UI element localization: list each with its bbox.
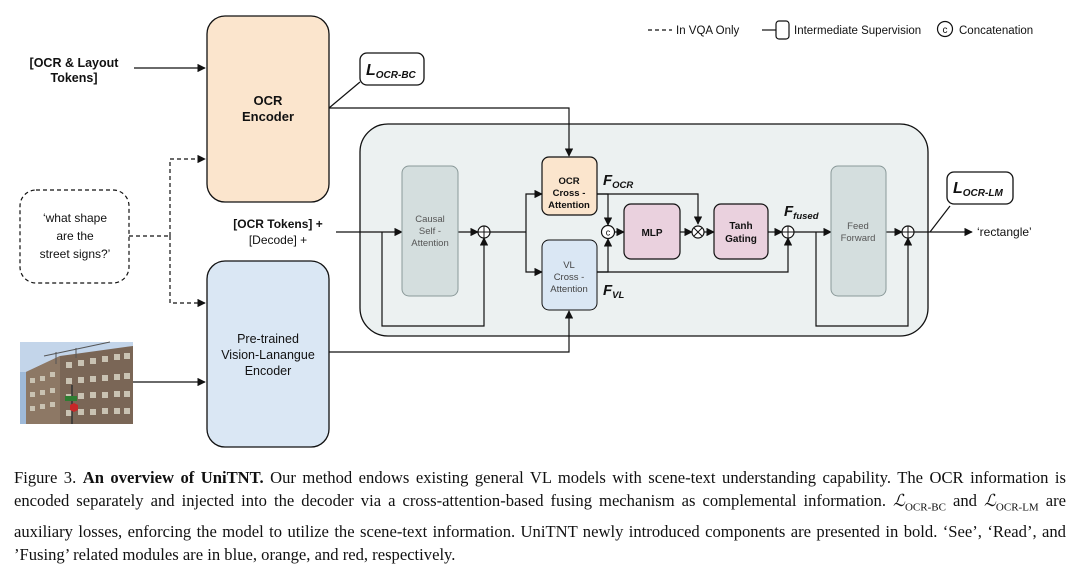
concatenation-icon: c bbox=[936, 20, 954, 38]
vl-ca-label-1: VL bbox=[563, 260, 575, 271]
legend: In VQA Only Intermediate Supervision c C… bbox=[648, 20, 1033, 40]
decode-tokens-label: [Decode] + bbox=[249, 233, 307, 247]
causal-label-3: Attention bbox=[411, 238, 449, 249]
caption-loss-b-sub: OCR-LM bbox=[995, 501, 1039, 514]
vl-encoder-label-1: Pre-trained bbox=[237, 332, 299, 346]
ocr-cross-attention-block bbox=[541, 156, 598, 216]
vl-ca-label-3: Attention bbox=[550, 284, 588, 295]
ocr-ca-label-2: Cross - bbox=[553, 188, 586, 199]
output-answer: ‘rectangle’ bbox=[977, 225, 1032, 239]
caption-loss-a-sub: OCR-BC bbox=[904, 501, 946, 514]
feed-forward-block bbox=[830, 165, 887, 297]
caption-loss-b: ℒ bbox=[983, 491, 996, 511]
ff-label-2: Forward bbox=[841, 233, 876, 244]
question-text-2: are the bbox=[56, 229, 94, 243]
loss-ocr-bc-label: LOCR-BC bbox=[366, 62, 417, 81]
add-icon bbox=[781, 225, 795, 239]
vl-ca-label-2: Cross - bbox=[554, 272, 585, 283]
caption-and: and bbox=[945, 491, 984, 511]
f-ocr-label: FOCR bbox=[603, 172, 633, 191]
ocr-tokens-decode-label: [OCR Tokens] + bbox=[233, 217, 322, 231]
intermediate-supervision-icon bbox=[762, 20, 790, 40]
ocr-ca-label-1: OCR bbox=[558, 176, 579, 187]
loss-ocr-lm-box bbox=[946, 171, 1014, 205]
caption-prefix: Figure 3. bbox=[14, 468, 83, 487]
mlp-label: MLP bbox=[641, 228, 662, 239]
causal-self-attention-block bbox=[401, 165, 459, 297]
f-vl-label: FVL bbox=[603, 282, 625, 301]
causal-label-2: Self - bbox=[419, 226, 441, 237]
tanh-label-2: Gating bbox=[725, 234, 757, 245]
vl-encoder-block bbox=[206, 260, 330, 448]
add-icon bbox=[477, 225, 491, 239]
multiply-icon bbox=[691, 225, 705, 239]
caption-loss-a: ℒ bbox=[893, 491, 905, 511]
vl-cross-attention-block bbox=[541, 239, 598, 311]
ocr-layout-tokens-label: [OCR & Layout bbox=[30, 56, 120, 70]
caption-line3: are auxiliary losses, enforcing the mode… bbox=[14, 491, 1066, 541]
ocr-encoder-block bbox=[206, 15, 330, 203]
vl-encoder-label-2: Vision-Lanangue bbox=[221, 348, 315, 362]
loss-ocr-bc-box bbox=[359, 52, 425, 86]
concat-icon: c bbox=[600, 224, 616, 240]
ocr-encoder-label-1: OCR bbox=[254, 93, 284, 108]
question-text-1: ‘what shape bbox=[43, 211, 107, 225]
question-box bbox=[19, 189, 130, 284]
loss-ocr-lm-label: LOCR-LM bbox=[953, 180, 1003, 199]
unitnt-diagram: In VQA Only Intermediate Supervision c C… bbox=[19, 15, 1033, 448]
ocr-encoder-label-2: Encoder bbox=[242, 109, 294, 124]
caption-title: An overview of UniTNT. bbox=[82, 468, 264, 487]
tanh-label-1: Tanh bbox=[729, 221, 752, 232]
f-fused-label: Ffused bbox=[784, 203, 819, 222]
tanh-gating-block bbox=[713, 203, 769, 260]
connections bbox=[129, 63, 973, 387]
mlp-block bbox=[623, 203, 681, 260]
legend-concatenation: Concatenation bbox=[959, 25, 1033, 37]
ocr-ca-label-3: Attention bbox=[548, 200, 590, 211]
ocr-layout-tokens-label-2: Tokens] bbox=[51, 71, 98, 85]
causal-label-1: Causal bbox=[415, 214, 445, 225]
caption-line2: information is encoded separately and in… bbox=[14, 468, 1066, 511]
figure-caption: Figure 3. An overview of UniTNT. Our met… bbox=[14, 466, 1066, 566]
ff-label-1: Feed bbox=[847, 221, 869, 232]
vl-encoder-label-3: Encoder bbox=[245, 364, 292, 378]
svg-text:c: c bbox=[606, 228, 611, 238]
question-text-3: street signs?’ bbox=[40, 247, 111, 261]
legend-vqa-only: In VQA Only bbox=[676, 25, 740, 37]
street-scene-image bbox=[20, 341, 133, 424]
add-icon bbox=[901, 225, 915, 239]
legend-intermediate-supervision: Intermediate Supervision bbox=[794, 25, 921, 37]
caption-line1: Our method endows existing general VL mo… bbox=[263, 468, 964, 487]
svg-text:c: c bbox=[943, 25, 948, 36]
caption-line4: are presented in bold. ‘See’, ‘Read’, an… bbox=[14, 521, 1066, 564]
